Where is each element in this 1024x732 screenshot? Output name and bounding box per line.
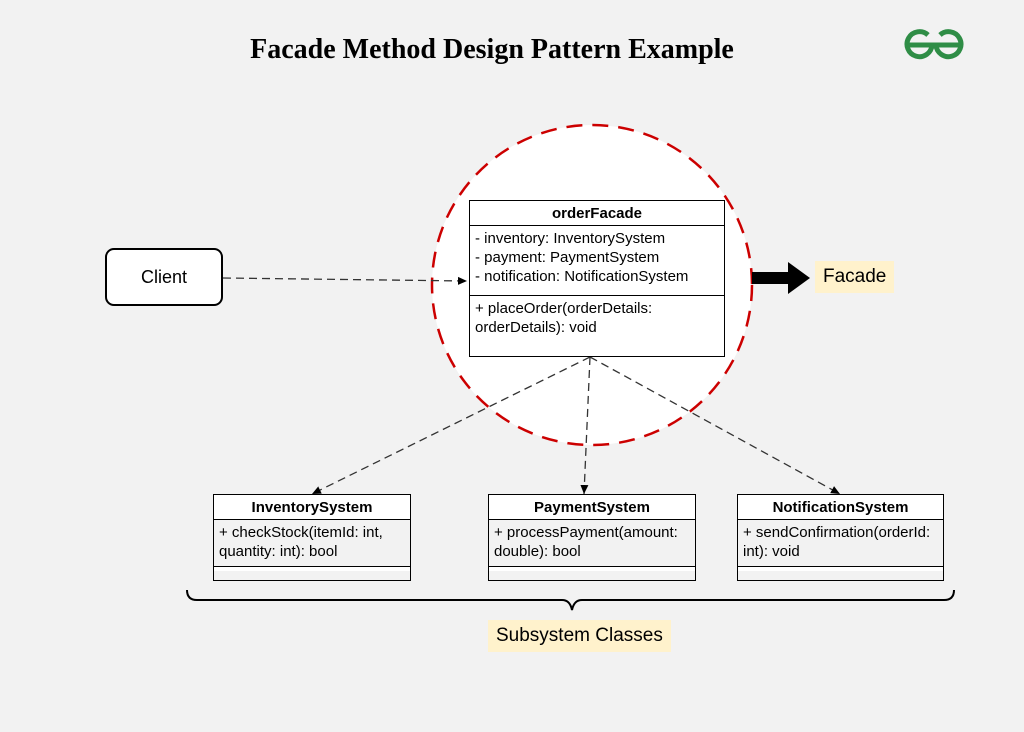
attribute: - notification: NotificationSystem [475,268,689,285]
class-methods: + checkStock(itemId: int, quantity: int)… [214,520,410,567]
class-methods: + sendConfirmation(orderId: int): void [738,520,943,567]
class-footer [214,567,410,571]
order-facade-class[interactable]: orderFacade - inventory: InventorySystem… [469,200,725,357]
payment-system-class[interactable]: PaymentSystem + processPayment(amount: d… [488,494,696,581]
class-name: NotificationSystem [738,495,943,520]
inventory-system-class[interactable]: InventorySystem + checkStock(itemId: int… [213,494,411,581]
class-name: InventorySystem [214,495,410,520]
class-methods: + placeOrder(orderDetails: orderDetails)… [470,296,724,340]
facade-to-notification-arrow [589,356,841,495]
attribute: - payment: PaymentSystem [475,249,660,266]
facade-label: Facade [815,261,895,293]
method-line: int): void [743,543,800,560]
facade-to-payment-arrow [580,356,591,495]
class-methods: + processPayment(amount: double): bool [489,520,695,567]
client-to-facade-arrow [222,276,468,285]
diagram-title: Facade Method Design Pattern Example [250,34,734,65]
class-attributes: - inventory: InventorySystem - payment: … [470,226,724,296]
subsystem-brace [186,589,955,611]
method-line: quantity: int): bool [219,543,338,560]
class-name: orderFacade [470,201,724,226]
client-label: Client [140,266,188,287]
method-line: + checkStock(itemId: int, [219,524,383,541]
class-name: PaymentSystem [489,495,695,520]
method-line: + sendConfirmation(orderId: [743,524,931,541]
subsystem-classes-label: Subsystem Classes [488,620,671,652]
method-line: + processPayment(amount: [494,524,678,541]
geeksforgeeks-logo-icon [904,29,964,60]
method-line: + placeOrder(orderDetails: [475,300,653,317]
notification-system-class[interactable]: NotificationSystem + sendConfirmation(or… [737,494,944,581]
method-line: double): bool [494,543,581,560]
class-footer [738,567,943,571]
method-line: orderDetails): void [475,319,597,336]
facade-pointer-arrow-icon [752,262,810,294]
class-footer [489,567,695,571]
client-box[interactable]: Client [105,248,223,306]
attribute: - inventory: InventorySystem [475,230,666,247]
